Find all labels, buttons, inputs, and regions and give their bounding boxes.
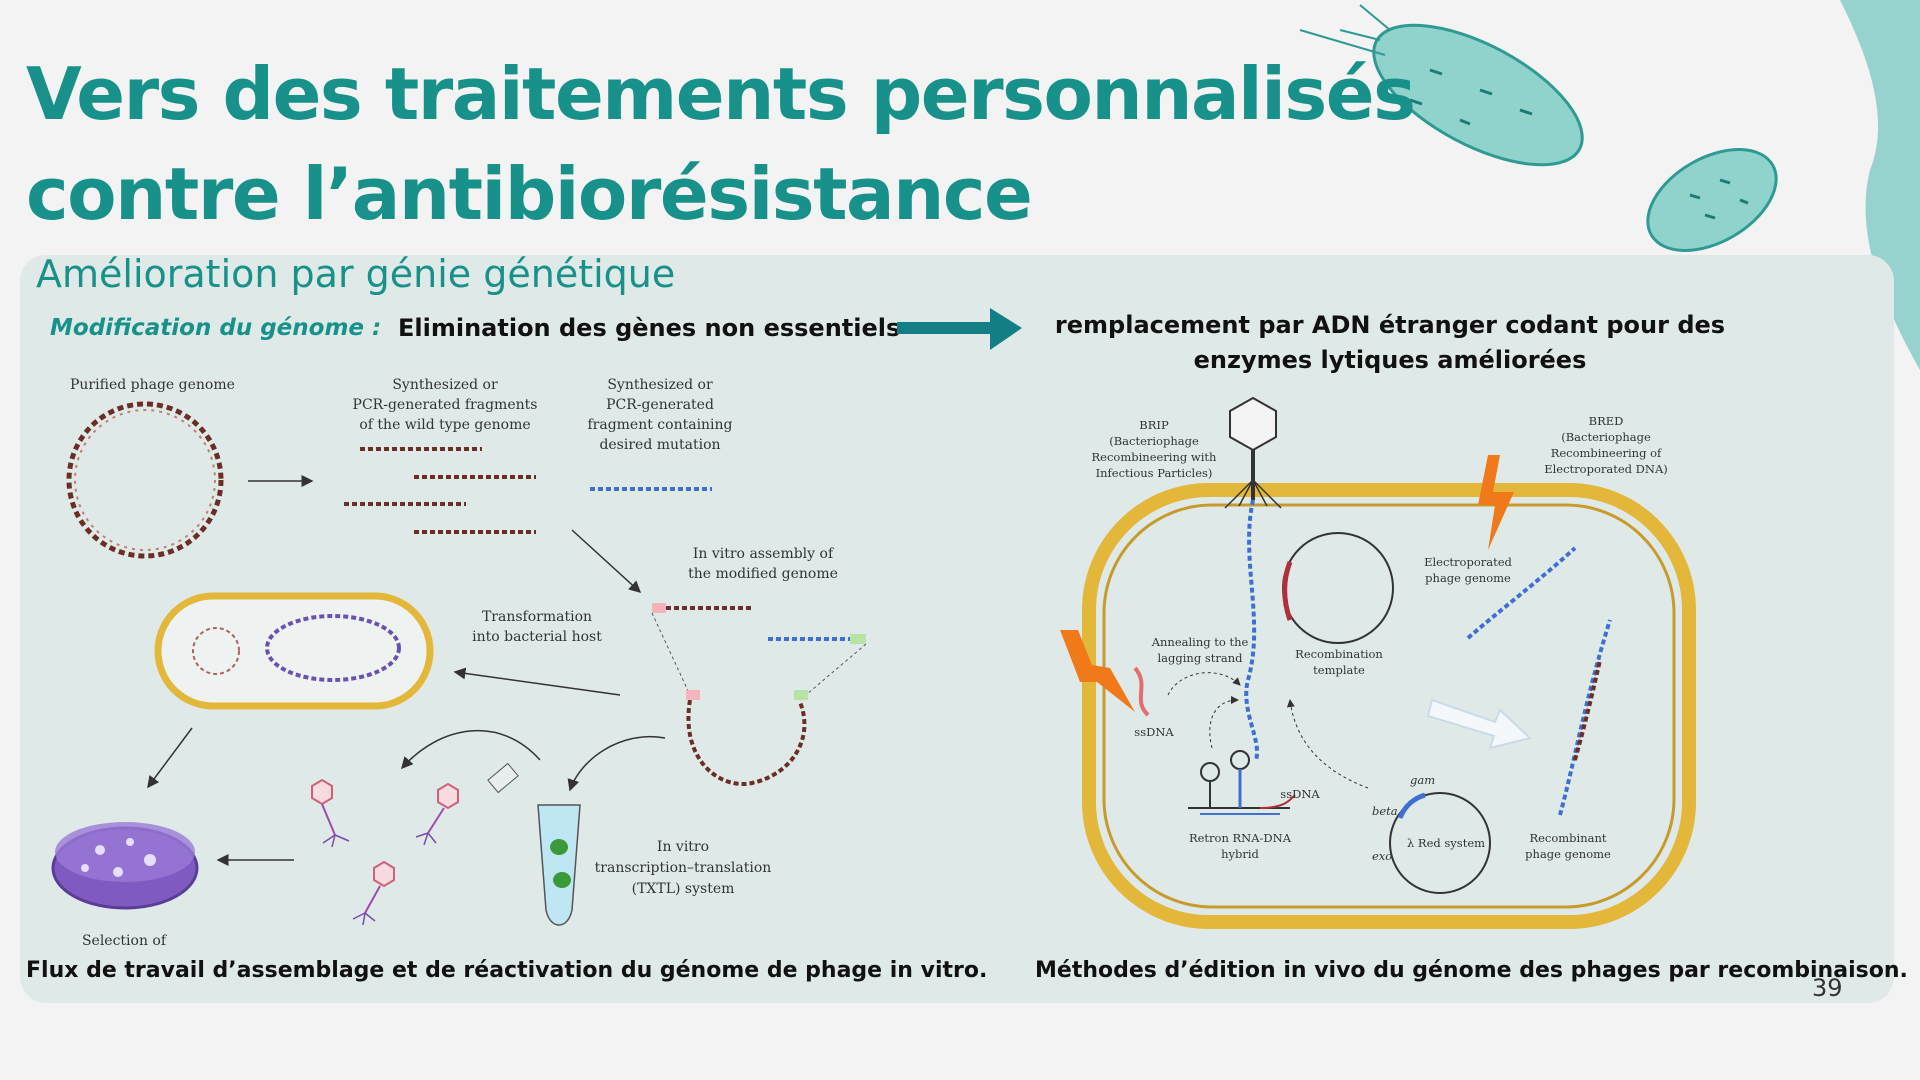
label-recomb-template-1: Recombination xyxy=(1295,647,1383,661)
injected-dna xyxy=(1244,499,1260,761)
recombinant-dna-insert xyxy=(1573,659,1602,761)
label-synth-wt-2: PCR-generated fragments xyxy=(353,397,538,413)
label-gam: gam xyxy=(1410,773,1435,787)
phage-icon xyxy=(415,782,459,846)
lightning-icon xyxy=(1478,455,1514,550)
arrow-to-host xyxy=(453,667,621,696)
label-recomb-template-2: template xyxy=(1313,663,1365,677)
page-number: 39 xyxy=(1812,974,1843,1002)
label-ssdna-left: ssDNA xyxy=(1134,725,1174,739)
label-synth-mut-1: Synthesized or xyxy=(607,377,713,393)
phage-genome-circle-inner xyxy=(74,409,216,551)
label-synth-wt-3: of the wild type genome xyxy=(359,417,530,433)
title-line-2: contre l’antibiorésistance xyxy=(26,152,1033,236)
label-beta: beta xyxy=(1372,804,1398,818)
bacterial-cell-membrane xyxy=(1082,483,1696,929)
lightning-icon xyxy=(1060,630,1135,712)
label-electroporated-2: phage genome xyxy=(1425,571,1511,585)
label-annealing-1: Annealing to the xyxy=(1151,635,1249,649)
label-bred-2: (Bacteriophage xyxy=(1561,430,1651,444)
tube-icon xyxy=(487,762,581,926)
electroporated-dna xyxy=(1466,546,1577,640)
label-synth-wt-1: Synthesized or xyxy=(392,377,498,393)
red-genes-arc xyxy=(1397,792,1426,820)
bacterial-host xyxy=(154,592,434,710)
wild-type-fragments xyxy=(344,447,536,534)
caption-right: Méthodes d’édition in vivo du génome des… xyxy=(1035,958,1908,983)
label-synth-mut-4: desired mutation xyxy=(599,437,720,453)
arrow-red-to-dna xyxy=(1286,699,1369,789)
decor-wave-shape xyxy=(1840,0,1920,370)
label-annealing-2: lagging strand xyxy=(1157,651,1243,665)
phage-icon xyxy=(1224,396,1282,509)
label-brip-3: Recombineering with xyxy=(1092,450,1218,464)
label-brip-2: (Bacteriophage xyxy=(1109,434,1199,448)
label-purified-genome: Purified phage genome xyxy=(70,377,235,393)
label-transformation-1: Transformation xyxy=(482,609,592,625)
label-assembly-1: In vitro assembly of xyxy=(693,546,835,562)
label-red-system: λ Red system xyxy=(1407,836,1485,850)
label-assembly-2: the modified genome xyxy=(688,566,838,582)
caption-left: Flux de travail d’assemblage et de réact… xyxy=(26,958,988,983)
retron-graphic xyxy=(1188,750,1296,815)
phage-icon xyxy=(352,860,395,926)
phage-icon xyxy=(311,778,350,848)
label-retron-1: Retron RNA-DNA xyxy=(1189,831,1292,845)
label-transformation-2: into bacterial host xyxy=(472,629,602,645)
white-arrow-icon xyxy=(1426,698,1533,750)
label-synth-mut-2: PCR-generated xyxy=(606,397,714,413)
assembly-graphic xyxy=(651,603,867,786)
section-subtitle: Amélioration par génie génétique xyxy=(36,252,676,296)
recombination-template-circle xyxy=(1282,532,1394,644)
page-title: Vers des traitements personnalisés contr… xyxy=(26,44,1416,244)
modification-label: Modification du génome : xyxy=(50,315,382,341)
label-electroporated-1: Electroporated xyxy=(1424,555,1512,569)
elimination-text: Elimination des gènes non essentiels xyxy=(398,314,901,342)
title-line-1: Vers des traitements personnalisés xyxy=(26,52,1416,136)
label-brip-1: BRIP xyxy=(1139,418,1169,432)
arrow-ssdna-to-dna xyxy=(1167,672,1241,696)
label-bred-4: Electroporated DNA) xyxy=(1544,462,1668,476)
label-selection: Selection of xyxy=(82,933,168,949)
replacement-line-1: remplacement par ADN étranger codant pou… xyxy=(1054,311,1726,339)
recombinant-dna xyxy=(1558,619,1612,816)
label-brip-4: Infectious Particles) xyxy=(1096,466,1213,480)
label-retron-2: hybrid xyxy=(1221,847,1259,861)
label-synth-mut-3: fragment containing xyxy=(587,417,732,433)
petri-dish-icon xyxy=(51,822,199,910)
label-txtl-2: transcription–translation xyxy=(595,860,772,876)
template-segment xyxy=(1282,561,1293,621)
arrow-txtl-to-phages xyxy=(401,729,541,770)
bacterium-icon xyxy=(1299,4,1584,167)
label-txtl-3: (TXTL) system xyxy=(632,881,735,897)
label-bred-3: Recombineering of xyxy=(1551,446,1662,460)
label-recombinant-2: phage genome xyxy=(1525,847,1611,861)
phage-genome-circle xyxy=(66,401,224,559)
arrow-to-assembly xyxy=(571,529,642,594)
label-bred-1: BRED xyxy=(1589,414,1624,428)
arrow-host-to-selection xyxy=(147,727,193,789)
label-recombinant-1: Recombinant xyxy=(1529,831,1606,845)
label-exo: exo xyxy=(1372,849,1392,863)
replacement-text: remplacement par ADN étranger codant pou… xyxy=(1040,308,1740,378)
arrow-retron-to-dna xyxy=(1209,696,1239,749)
label-ssdna-right: ssDNA xyxy=(1280,787,1320,801)
ssdna-strand xyxy=(1133,666,1150,717)
red-system-plasmid xyxy=(1389,792,1491,894)
bacterium-icon xyxy=(1646,148,1778,252)
label-txtl-1: In vitro xyxy=(657,839,709,855)
replacement-line-2: enzymes lytiques améliorées xyxy=(1193,346,1587,374)
arrow-assembly-to-txtl xyxy=(567,736,666,792)
